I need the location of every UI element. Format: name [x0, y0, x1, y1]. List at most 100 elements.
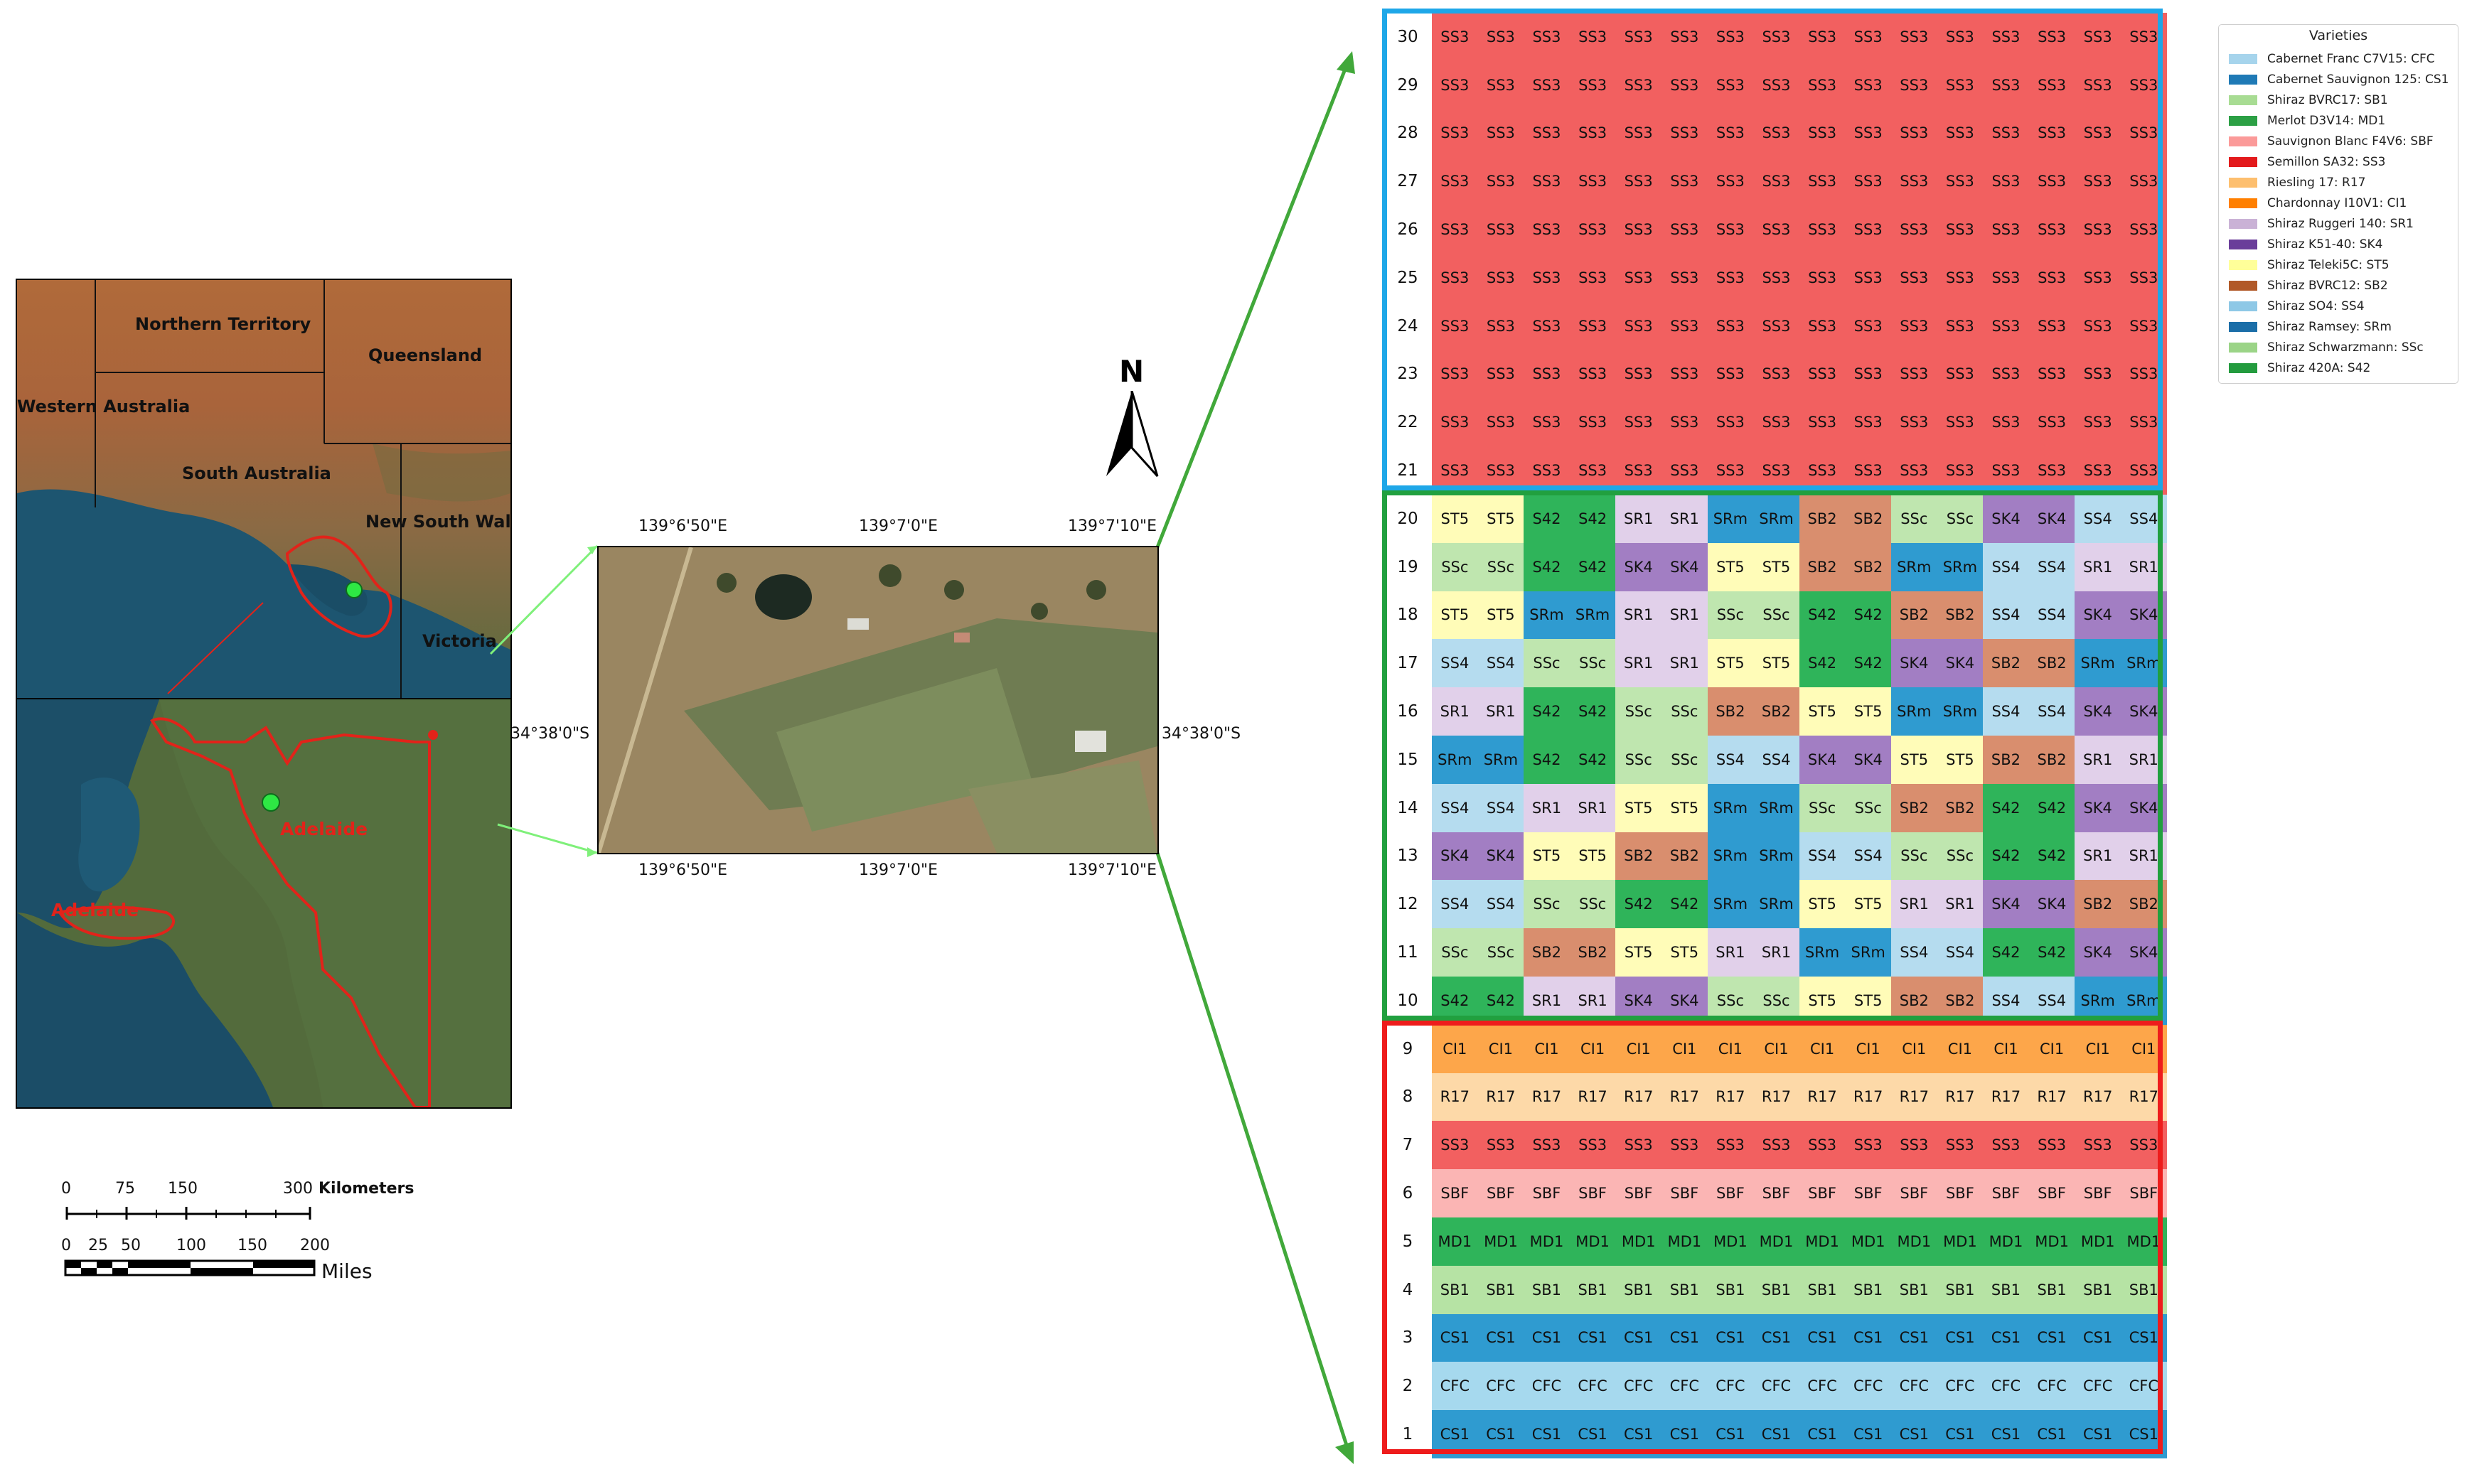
plot-cell: CFC: [1524, 1362, 1570, 1411]
plot-cell: SBF: [1937, 1169, 1984, 1217]
plot-cell: S42: [1477, 977, 1524, 1025]
plot-cell: S42: [1799, 639, 1846, 688]
legend-swatch: [2229, 322, 2257, 332]
plot-cell: SB2: [1983, 736, 2029, 784]
plot-cell: ST5: [1661, 928, 1708, 977]
plot-cell: SS4: [2028, 542, 2075, 591]
plot-cell: CI1: [1753, 1024, 1799, 1073]
plot-cell: SS3: [1569, 109, 1616, 158]
plot-cell: R17: [1661, 1072, 1708, 1122]
plot-cell: MD1: [1753, 1217, 1799, 1266]
plot-cell: MD1: [1432, 1217, 1478, 1266]
plot-cell: SR1: [1753, 928, 1799, 977]
plot-cell: SS3: [1615, 109, 1661, 158]
plot-cell: CS1: [1845, 1313, 1891, 1362]
plot-cell: SS3: [2121, 109, 2167, 158]
plot-cell: SS3: [1661, 398, 1708, 447]
plot-cell: SS3: [1983, 301, 2029, 350]
region-label-victoria: Victoria: [422, 631, 497, 651]
plot-cell: SS3: [1937, 157, 1984, 206]
plot-cell: ST5: [1661, 783, 1708, 832]
plot-cell: CFC: [1615, 1362, 1661, 1411]
plot-cell: SS4: [1477, 880, 1524, 929]
plot-cell: SS3: [2121, 205, 2167, 254]
plot-cell: ST5: [1524, 832, 1570, 881]
plot-cell: SB2: [2121, 880, 2167, 929]
plot-cell: CFC: [1477, 1362, 1524, 1411]
plot-cell: SB2: [1891, 591, 1937, 640]
legend-entry: Shiraz Teleki5C: ST5: [2229, 257, 2390, 274]
plot-cell: SS3: [1661, 350, 1708, 399]
plot-cell: SB1: [1569, 1265, 1616, 1314]
plot-cell: SB1: [2121, 1265, 2167, 1314]
plot-cell: SS3: [1615, 254, 1661, 302]
plot-cell: SS3: [1983, 205, 2029, 254]
legend-label: Shiraz Ramsey: SRm: [2267, 320, 2392, 334]
plot-cell: CS1: [1432, 1313, 1478, 1362]
plot-cell: MD1: [2121, 1217, 2167, 1266]
plot-cell: MD1: [1937, 1217, 1984, 1266]
plot-cell: SR1: [1661, 495, 1708, 543]
row-number: 14: [1386, 783, 1429, 832]
plot-cell: SS3: [1845, 398, 1891, 447]
plot-cell: S42: [2028, 832, 2075, 881]
plot-cell: CS1: [1661, 1410, 1708, 1458]
plot-cell: SK4: [2075, 591, 2121, 640]
plot-cell: CI1: [1983, 1024, 2029, 1073]
plot-cell: SS3: [1845, 350, 1891, 399]
plot-cell: SS3: [2028, 157, 2075, 206]
plot-cell: SS3: [1753, 13, 1799, 61]
plot-cell: SS4: [2121, 495, 2167, 543]
plot-cell: SK4: [2121, 687, 2167, 736]
plot-cell: SRm: [1845, 928, 1891, 977]
plot-cell: SB2: [2028, 639, 2075, 688]
plot-cell: SS3: [2121, 254, 2167, 302]
mi-tick-150: 150: [237, 1237, 267, 1254]
plot-cell: SS3: [1891, 398, 1937, 447]
mi-tick-200: 200: [300, 1237, 330, 1254]
plot-cell: SS3: [1937, 60, 1984, 109]
plot-cell: CS1: [1799, 1313, 1846, 1362]
plot-cell: S42: [1983, 783, 2029, 832]
plot-cell: SS3: [1891, 350, 1937, 399]
plot-cell: SB2: [2075, 880, 2121, 929]
plot-cell: SB2: [1891, 977, 1937, 1025]
plot-cell: CS1: [1983, 1410, 2029, 1458]
plot-cell: SS3: [1661, 1121, 1708, 1170]
adelaide-map-shapes: [17, 699, 510, 1107]
plot-cell: SRm: [1432, 736, 1478, 784]
legend-label: Riesling 17: R17: [2267, 176, 2366, 190]
plot-cell: SS3: [2121, 301, 2167, 350]
plot-cell: SS3: [2028, 1121, 2075, 1170]
legend-label: Shiraz BVRC17: SB1: [2267, 93, 2388, 107]
plot-cell: SRm: [2075, 977, 2121, 1025]
plot-cell: CI1: [2121, 1024, 2167, 1073]
plot-cell: SS3: [1477, 205, 1524, 254]
plot-cell: CFC: [2028, 1362, 2075, 1411]
km-tick-150: 150: [168, 1180, 198, 1198]
plot-cell: SB1: [1845, 1265, 1891, 1314]
plot-cell: SS3: [1753, 254, 1799, 302]
plot-cell: SS3: [1524, 301, 1570, 350]
plot-cell: SS3: [1432, 157, 1478, 206]
plot-cell: ST5: [1799, 880, 1846, 929]
plot-cell: SSc: [1524, 639, 1570, 688]
plot-cell: SRm: [2121, 977, 2167, 1025]
plot-cell: SB2: [1891, 783, 1937, 832]
plot-cell: SR1: [1524, 977, 1570, 1025]
legend-swatch: [2229, 301, 2257, 311]
plot-cell: SB2: [1845, 542, 1891, 591]
plot-cell: SS3: [1432, 254, 1478, 302]
plot-cell: CS1: [1799, 1410, 1846, 1458]
plot-cell: SR1: [1432, 687, 1478, 736]
plot-cell: SS3: [1845, 446, 1891, 495]
plot-cell: SS3: [2028, 205, 2075, 254]
plot-cell: CS1: [1937, 1410, 1984, 1458]
plot-cell: SS3: [1891, 301, 1937, 350]
plot-cell: CS1: [1845, 1410, 1891, 1458]
plot-cell: SSc: [1524, 880, 1570, 929]
plot-cell: CI1: [2075, 1024, 2121, 1073]
km-tick-300: 300: [283, 1180, 313, 1198]
field-arrowhead-top: [1337, 51, 1355, 74]
